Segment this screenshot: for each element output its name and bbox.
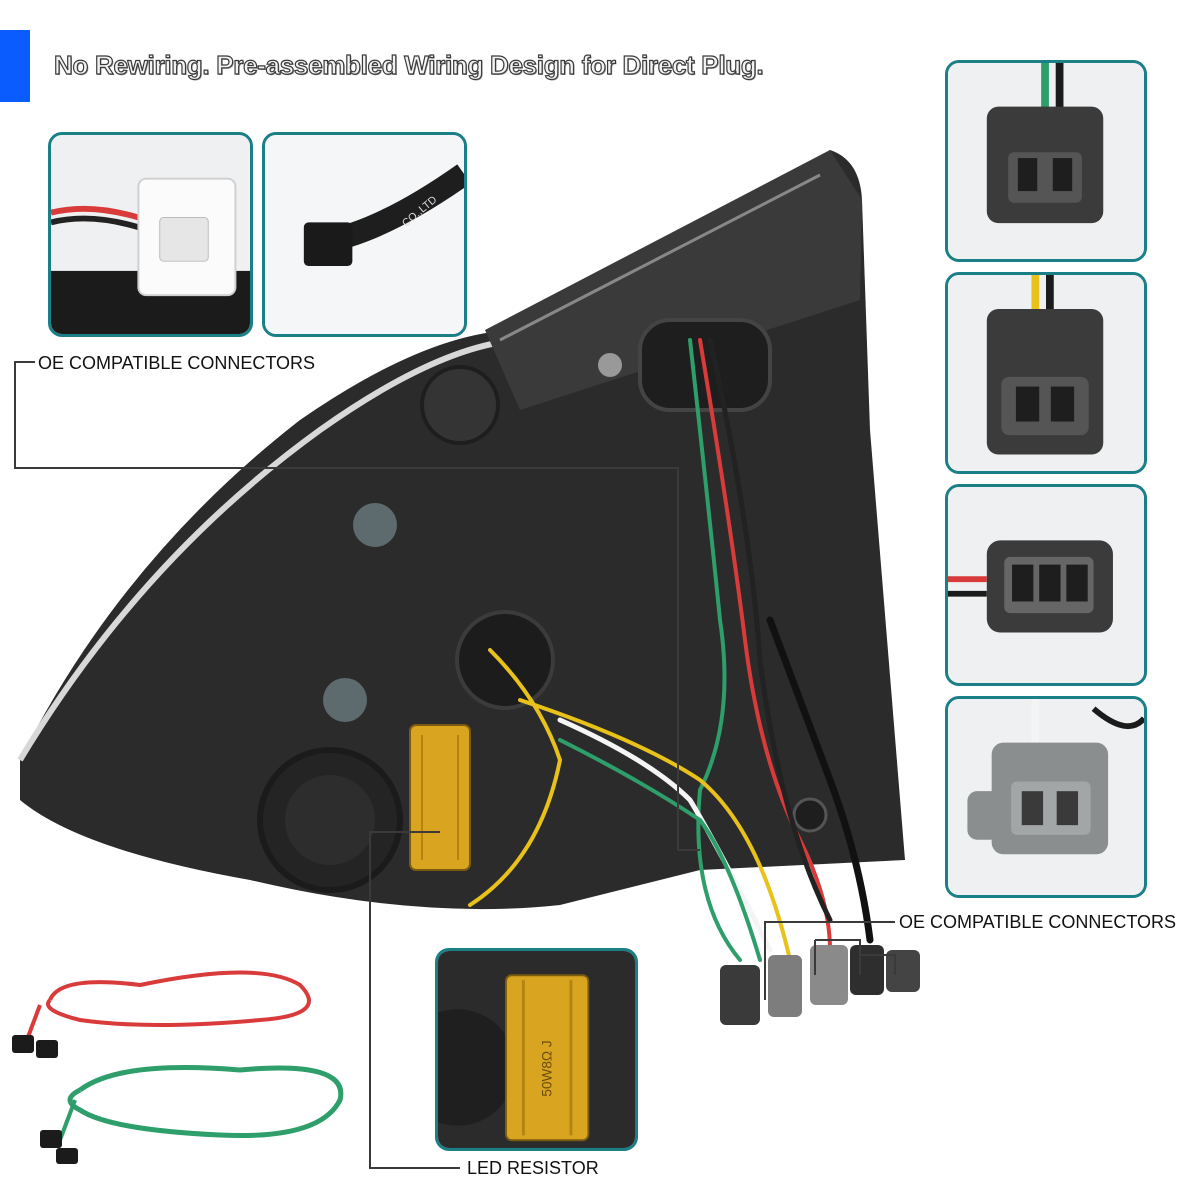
thumb-black-plug: CO.,LTD (262, 132, 467, 337)
loose-connectors (720, 945, 920, 1025)
callout-oe-connectors-right: OE COMPATIBLE CONNECTORS (897, 911, 1179, 933)
callout-led-resistor: LED RESISTOR (465, 1157, 601, 1179)
extension-wires (12, 970, 344, 1164)
thumb-connector-2 (945, 272, 1147, 474)
resistor-marking: 50W8Ω J (540, 1040, 555, 1096)
thumb-white-connector (48, 132, 253, 337)
page-title: No Rewiring. Pre-assembled Wiring Design… (53, 49, 764, 80)
callout-lines (14, 361, 896, 1169)
accent-bar (0, 30, 30, 102)
callout-oe-connectors-top: OE COMPATIBLE CONNECTORS (36, 352, 318, 374)
led-resistor (409, 724, 471, 871)
thumb-led-resistor: 50W8Ω J (435, 948, 638, 1151)
thumb-connector-3 (945, 484, 1147, 686)
thumb-connector-1 (945, 60, 1147, 262)
thumb-connector-4 (945, 696, 1147, 898)
wiring-harness (468, 337, 874, 962)
